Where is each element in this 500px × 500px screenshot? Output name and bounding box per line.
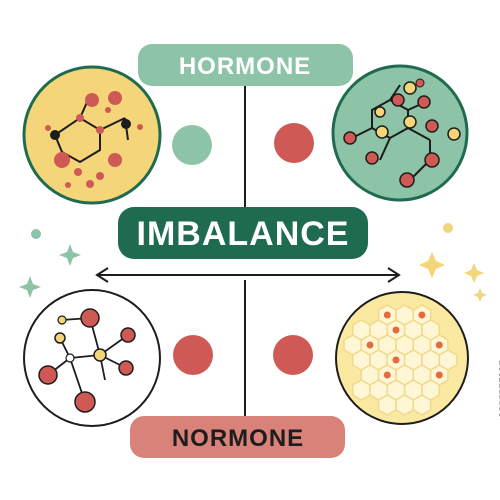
bottom-label-text: NORMONE (172, 425, 304, 452)
red-dot-bottom-right (273, 335, 313, 375)
green-dot-top (172, 125, 212, 165)
top-label-pill: HORMONE (138, 44, 353, 86)
red-dot-top (274, 123, 314, 163)
bottom-label-pill: NORMONE (130, 416, 345, 458)
sparkle-icon (19, 229, 81, 298)
honeycomb-dot (435, 341, 443, 349)
honeycomb-dot (366, 341, 374, 349)
honeycomb-dot (392, 326, 400, 334)
honeycomb-dot (392, 356, 400, 364)
honeycomb-dot (383, 371, 391, 379)
honeycomb-cell (395, 394, 415, 416)
molecule-yellow-circle-icon (22, 65, 162, 205)
double-headed-arrow-icon (95, 267, 401, 283)
honeycomb-cell (377, 394, 397, 416)
center-label-text: IMBALANCE (137, 215, 350, 253)
molecule-green-circle-icon (331, 64, 469, 202)
honeycomb-yellow-circle-icon (335, 291, 469, 425)
honeycomb-cell (351, 379, 371, 401)
sparkle-icon (419, 223, 487, 302)
honeycomb-dot (435, 371, 443, 379)
top-label-text: HORMONE (179, 53, 311, 80)
honeycomb-dot (418, 311, 426, 319)
honeycomb-cell (412, 394, 432, 416)
red-dot-bottom-left (173, 335, 213, 375)
molecule-white-circle-icon (23, 289, 161, 427)
honeycomb-dot (383, 311, 391, 319)
center-label-pill: IMBALANCE (118, 207, 368, 259)
